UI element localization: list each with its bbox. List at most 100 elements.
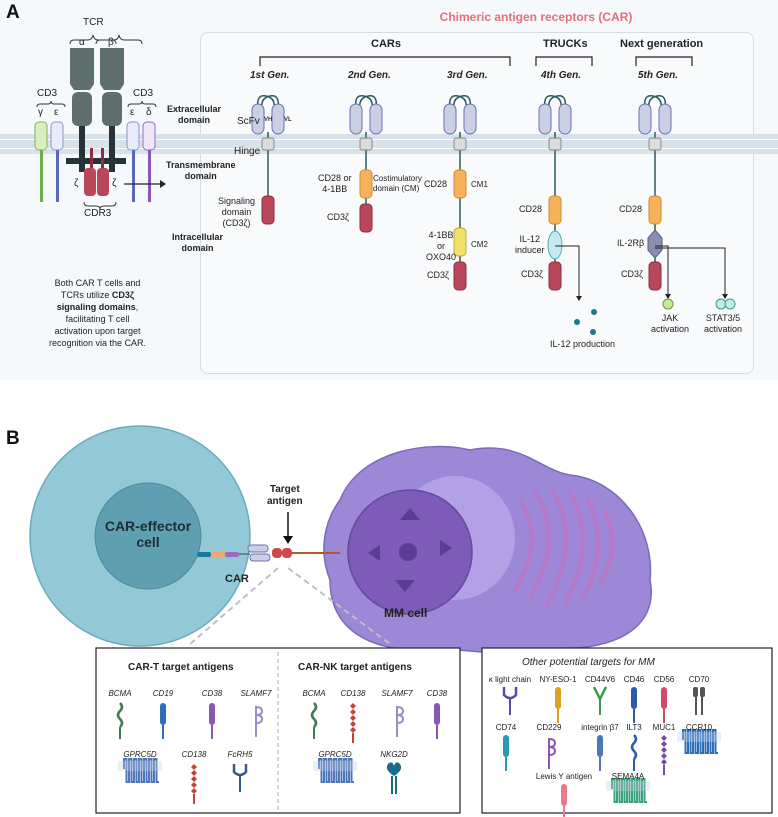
scfv-label: ScFv: [237, 116, 260, 127]
carnk-antigen-icon: [386, 762, 402, 794]
cd3z-domain: [261, 195, 275, 225]
other-antigen-label: ILT3: [626, 723, 642, 732]
other-antigen-label: SEMA4A: [611, 772, 645, 781]
il12-production-label: IL-12 production: [550, 339, 616, 349]
vl-label: VL: [284, 117, 292, 123]
trucks-group-title: TRUCKs: [543, 38, 588, 50]
carnk-antigen-icon: [310, 702, 318, 739]
cart-targets-title: CAR-T target antigens: [128, 662, 234, 673]
carnk-antigen-icon: [350, 703, 356, 743]
gen3-cd3z-label: CD3ζ: [427, 270, 449, 280]
cm2-domain: [453, 227, 467, 257]
jak-molecule: [662, 298, 674, 310]
target-antigen-shape: [272, 548, 340, 558]
extracellular-domain-label: Extracellular domain: [167, 104, 222, 125]
costim-domain: [359, 169, 373, 199]
cm1-domain: [453, 169, 467, 199]
car-gen5: [638, 95, 672, 291]
cd3z-domain: [648, 261, 662, 291]
tcr-complex: [34, 34, 166, 210]
car-constructs: [251, 95, 672, 291]
carnk-antigen-label: GPRC5D: [318, 750, 352, 759]
il12-inducer-shape: [547, 230, 563, 260]
cdr3-label: CDR3: [84, 208, 112, 219]
other-antigen-icon: [592, 686, 608, 715]
effector-cell-label: CAR-effector cell: [104, 518, 192, 550]
other-antigen-icon: [661, 687, 667, 723]
gen5-cd28-label: CD28: [619, 204, 643, 214]
other-targets-title: Other potential targets for MM: [522, 657, 655, 668]
other-antigen-label: CD56: [653, 675, 675, 684]
carnk-antigen-label: SLAMF7: [381, 689, 413, 698]
carnk-antigen-label: BCMA: [302, 689, 326, 698]
zeta-left-label: ζ: [74, 178, 79, 189]
carnk-antigen-label: CD38: [426, 689, 448, 698]
gen4-label: 4th Gen.: [541, 70, 582, 81]
group-brackets: [259, 56, 693, 66]
cd3z-domain: [548, 261, 562, 291]
jak-activation-label: JAK activation: [651, 313, 690, 334]
gen4-cd28-label: CD28: [519, 204, 543, 214]
cart-antigen-label: BCMA: [108, 689, 132, 698]
gamma-label: γ: [38, 107, 43, 118]
vh-label: VH: [264, 117, 273, 123]
41bb-or-ox40-label: 4-1BB or OXO40: [426, 230, 457, 262]
carnk-antigen-icon: [313, 758, 357, 783]
zeta-right-label: ζ: [112, 178, 117, 189]
hinge-label: Hinge: [234, 146, 261, 157]
gen1-label: 1st Gen.: [250, 70, 290, 81]
other-antigen-icon: [502, 687, 518, 715]
other-antigen-label: integrin β7: [581, 723, 619, 732]
cart-antigen-label: CD138: [181, 750, 207, 759]
cart-antigen-label: SLAMF7: [240, 689, 272, 698]
other-antigen-icon: [555, 687, 561, 723]
car-title: Chimeric antigen receptors (CAR): [439, 10, 633, 24]
cart-antigen-label: FcRH5: [227, 750, 253, 759]
cart-antigen-label: CD38: [201, 689, 223, 698]
car-gen4: [538, 95, 572, 291]
delta-label: δ: [146, 107, 152, 118]
car-gen1: [251, 95, 285, 225]
carnk-targets-title: CAR-NK target antigens: [298, 662, 412, 673]
beta-label: β: [108, 37, 114, 48]
epsilon-right-label: ε: [130, 107, 135, 118]
other-antigen-icon: [503, 735, 509, 771]
other-antigen-label: Lewis Y antigen: [535, 772, 593, 781]
other-antigen-icon: [561, 784, 567, 817]
panel-a-graphics: [34, 34, 736, 335]
cd28-or-41bb-label: CD28 or 4-1BB: [318, 173, 352, 194]
other-antigen-icon: [606, 778, 650, 803]
other-antigen-label: CD46: [623, 675, 645, 684]
il2rb-shape: [647, 229, 663, 259]
gen5-cd3z-label: CD3ζ: [621, 269, 643, 279]
cart-antigen-icon: [160, 703, 166, 739]
panel-b-label: B: [6, 428, 20, 449]
cd28-domain: [548, 195, 562, 225]
epsilon-left-label: ε: [54, 107, 59, 118]
gen5-label: 5th Gen.: [638, 70, 679, 81]
stat-molecules: [715, 298, 736, 310]
other-antigen-icon: [661, 735, 667, 775]
tcr-label: TCR: [83, 17, 104, 28]
other-antigen-icon: [597, 735, 603, 771]
other-antigen-label: MUC1: [652, 723, 676, 732]
other-antigen-icon: [630, 734, 638, 771]
signaling-domain-label: Signaling domain (CD3ζ): [218, 196, 256, 228]
cd3z-domain: [453, 261, 467, 291]
dashed-line-right: [287, 567, 391, 645]
cd3z-domain: [359, 203, 373, 233]
signal-arrows: [555, 245, 726, 296]
antigen-icons: [116, 686, 721, 817]
membrane-line-bottom: [0, 148, 778, 149]
cart-antigen-icon: [116, 702, 124, 739]
panel-b: B: [0, 380, 778, 817]
cars-group-title: CARs: [371, 38, 401, 50]
carnk-antigen-label: NKG2D: [380, 750, 408, 759]
gen2-cd3z-label: CD3ζ: [327, 212, 349, 222]
cd28-domain: [648, 195, 662, 225]
other-antigen-label: NY-ESO-1: [539, 675, 577, 684]
effector-cell-nucleus: [94, 482, 202, 590]
car-box: [200, 32, 754, 374]
panel-a-label: A: [6, 2, 20, 23]
other-antigen-icon: [677, 729, 721, 754]
